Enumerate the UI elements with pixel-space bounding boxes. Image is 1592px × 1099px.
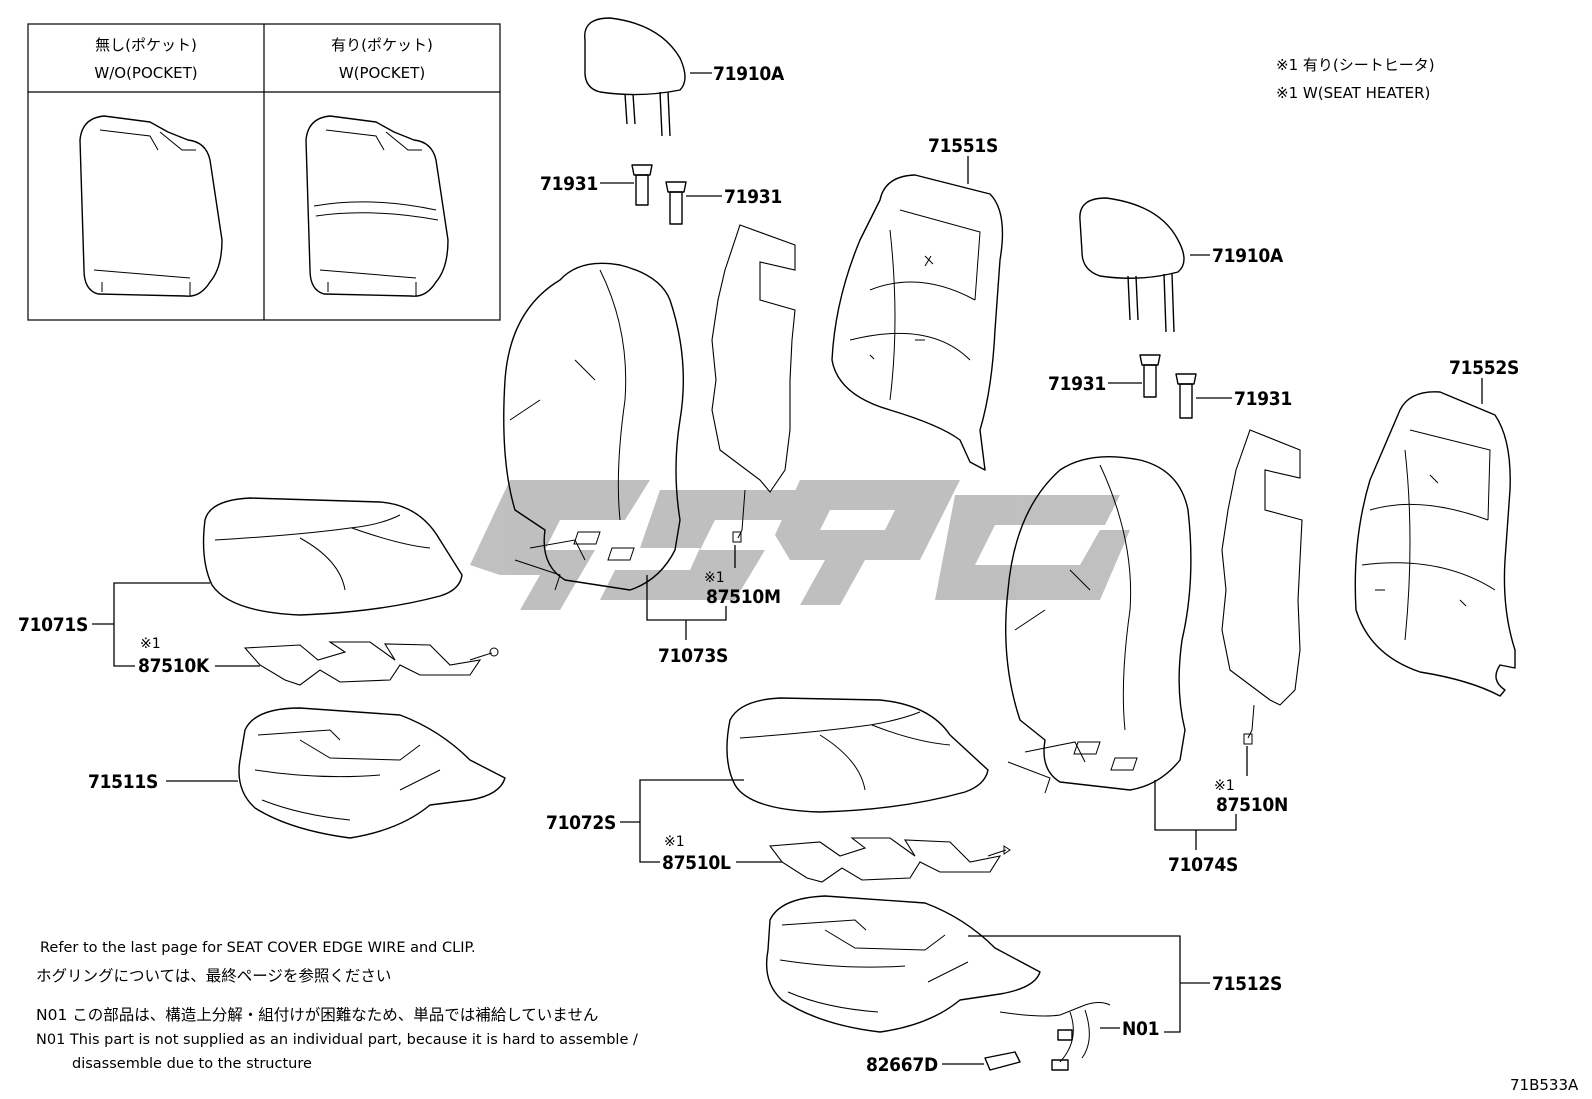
part-71511S[interactable]: 71511S	[88, 771, 158, 793]
footer-note-N01-en: N01 This part is not supplied as an indi…	[36, 1032, 638, 1048]
mark-87510N: ※1	[1214, 778, 1235, 794]
headrest-guide-right-a-illustration	[1139, 354, 1161, 398]
seatback-pad-left-illustration	[503, 262, 685, 591]
note-seat-heater-jp: ※1 有り(シートヒータ)	[1276, 56, 1435, 74]
part-N01[interactable]: N01	[1122, 1018, 1160, 1040]
footer-note-N01-jp: N01 この部品は、構造上分解・組付けが困難なため、単品では補給していません	[36, 1006, 598, 1024]
headrest-guide-right-b-illustration	[1175, 373, 1197, 419]
connector-illustration	[984, 1051, 1021, 1071]
seatback-with-pocket-illustration	[305, 115, 449, 297]
legend-col2-jp: 有り(ポケット)	[331, 36, 433, 54]
legend-col1-jp: 無し(ポケット)	[95, 36, 197, 54]
part-71551S[interactable]: 71551S	[928, 135, 998, 157]
seat-cushion-pad-left-illustration	[202, 497, 463, 616]
seatback-cover-left-illustration	[831, 174, 1004, 471]
seat-cushion-cover-right-illustration	[765, 895, 1041, 1033]
watermark-logo	[470, 480, 1130, 610]
seatback-cover-right-illustration	[1354, 391, 1516, 697]
seatback-pad-right-illustration	[1005, 456, 1192, 794]
note-seat-heater-en: ※1 W(SEAT HEATER)	[1276, 84, 1430, 102]
part-71931-a[interactable]: 71931	[540, 173, 598, 195]
headrest-left-illustration	[584, 17, 686, 137]
seat-cushion-pad-right-illustration	[726, 697, 989, 813]
part-71073S[interactable]: 71073S	[658, 645, 728, 667]
part-71072S[interactable]: 71072S	[546, 812, 616, 834]
seat-cushion-heater-right-illustration	[768, 837, 1011, 883]
seat-cushion-heater-left-illustration	[243, 641, 499, 686]
seatback-heater-left-illustration	[711, 224, 796, 543]
seatback-heater-right-illustration	[1221, 429, 1303, 745]
diagram-code: 71B533A	[1510, 1076, 1579, 1094]
footer-note-N01-en-cont: disassemble due to the structure	[72, 1056, 312, 1072]
part-82667D[interactable]: 82667D	[866, 1054, 938, 1076]
pocket-legend: 無し(ポケット) W/O(POCKET) 有り(ポケット) W(POCKET)	[27, 23, 501, 321]
part-71910A-right[interactable]: 71910A	[1212, 245, 1284, 267]
part-87510M[interactable]: 87510M	[706, 586, 781, 608]
part-71931-d[interactable]: 71931	[1234, 388, 1292, 410]
part-71552S[interactable]: 71552S	[1449, 357, 1519, 379]
part-71074S[interactable]: 71074S	[1168, 854, 1238, 876]
part-87510N[interactable]: 87510N	[1216, 794, 1288, 816]
headrest-guide-left-a-illustration	[631, 164, 653, 206]
part-87510K[interactable]: 87510K	[138, 655, 210, 677]
part-71512S[interactable]: 71512S	[1212, 973, 1282, 995]
headrest-right-illustration	[1079, 197, 1185, 333]
part-71931-c[interactable]: 71931	[1048, 373, 1106, 395]
wiring-harness-illustration	[999, 1002, 1111, 1071]
part-71931-b[interactable]: 71931	[724, 186, 782, 208]
seat-cushion-cover-left-illustration	[238, 707, 506, 839]
part-71910A-left[interactable]: 71910A	[713, 63, 785, 85]
mark-87510L: ※1	[664, 834, 685, 850]
legend-col2-en: W(POCKET)	[339, 64, 425, 82]
mark-87510K: ※1	[140, 636, 161, 652]
headrest-guide-left-b-illustration	[665, 181, 687, 225]
footer-note-edge-wire: Refer to the last page for SEAT COVER ED…	[40, 940, 476, 956]
mark-87510M: ※1	[704, 570, 725, 586]
legend-col1-en: W/O(POCKET)	[94, 64, 197, 82]
seatback-without-pocket-illustration	[79, 115, 223, 297]
part-71071S[interactable]: 71071S	[18, 614, 88, 636]
footer-note-hog-ring-jp: ホグリングについては、最終ページを参照ください	[36, 967, 391, 985]
part-87510L[interactable]: 87510L	[662, 852, 731, 874]
